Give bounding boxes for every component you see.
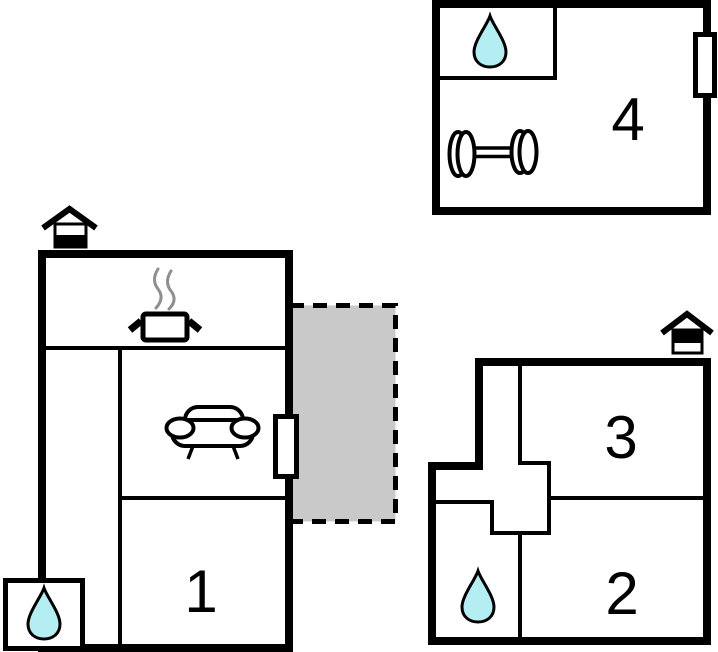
water-drop-icon [460, 566, 496, 624]
building-left-partition-walls [46, 346, 285, 644]
building-left-bath-annex [3, 578, 85, 651]
fireplace-icon [660, 310, 714, 355]
dumbbell-icon [447, 129, 539, 178]
room-number-1: 1 [184, 558, 217, 625]
terrace-dashed-border [290, 303, 398, 524]
fireplace-icon [41, 205, 98, 249]
window-marker [273, 414, 299, 479]
room-number-2: 2 [605, 560, 638, 627]
cooking-pot-icon [127, 311, 203, 343]
building-upper-right-outer-wall [432, 0, 711, 215]
terrace-fill [290, 305, 396, 522]
steam-icon [153, 267, 176, 311]
building-lower-right-partition-walls [436, 366, 703, 637]
terrace-area [290, 303, 398, 524]
window-marker [693, 32, 717, 98]
room-number-4: 4 [611, 86, 644, 153]
building-upper-right: 4 [432, 0, 717, 215]
sofa-icon [164, 405, 261, 460]
building-lower-right: 3 2 [428, 310, 714, 645]
water-drop-icon [26, 583, 62, 641]
room-number-3: 3 [604, 404, 637, 471]
building-upper-right-partition-wall [440, 8, 557, 80]
building-left: 1 [3, 205, 299, 652]
building-lower-right-outer-wall [428, 358, 711, 645]
water-drop-icon [472, 11, 508, 69]
